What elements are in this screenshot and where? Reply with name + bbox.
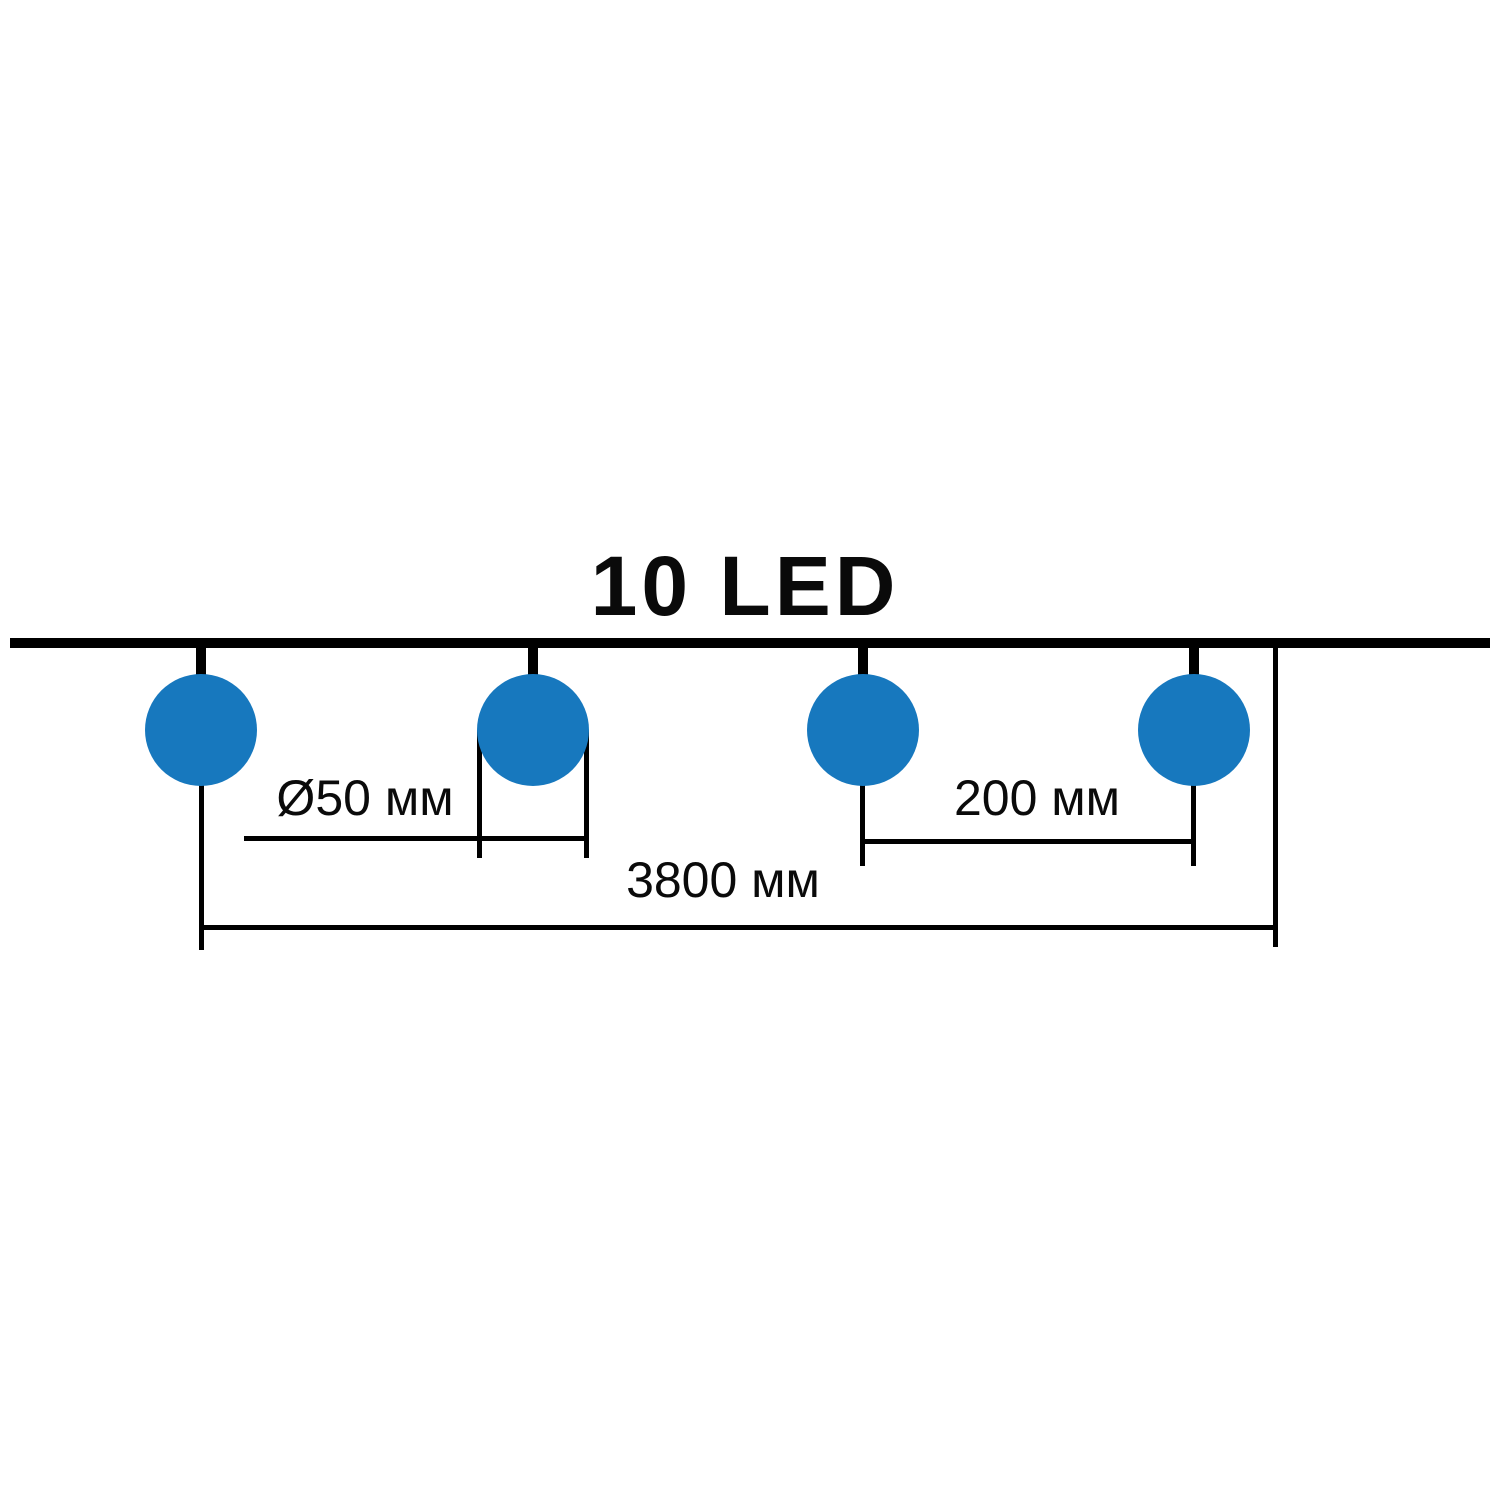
spacing-dimension-label: 200 мм <box>953 770 1121 826</box>
led-bulb <box>477 674 589 786</box>
diameter-extension-line-left <box>477 730 482 858</box>
spacing-dimension-line <box>863 839 1194 844</box>
spacing-extension-line-left <box>860 784 865 866</box>
wire-line <box>10 638 1490 648</box>
total-length-extension-line-left <box>199 784 204 950</box>
total-length-extension-line-right <box>1273 648 1278 947</box>
led-bulb <box>1138 674 1250 786</box>
led-bulb <box>807 674 919 786</box>
led-bulb <box>145 674 257 786</box>
bulb-stem <box>858 643 868 685</box>
bulb-stem <box>528 643 538 685</box>
diameter-dimension-label: Ø50 мм <box>276 770 454 826</box>
total-length-dimension-label: 3800 мм <box>626 852 820 908</box>
diameter-dimension-line <box>244 836 589 841</box>
total-length-dimension-line <box>202 925 1278 930</box>
bulb-stem <box>196 643 206 685</box>
diameter-extension-line-right <box>584 730 589 858</box>
bulb-stem <box>1189 643 1199 685</box>
spacing-extension-line-right <box>1191 784 1196 866</box>
diagram-title: 10 LED <box>590 539 900 633</box>
